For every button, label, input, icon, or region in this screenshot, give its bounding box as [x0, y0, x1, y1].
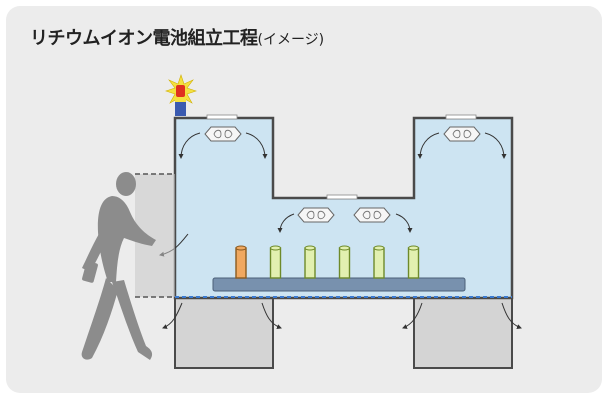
fan-filter-unit-icon — [204, 126, 242, 142]
title-main: リチウムイオン電池組立工程 — [30, 28, 258, 49]
roof-vent-middle — [326, 194, 358, 200]
roof-vent-right — [445, 114, 477, 120]
airflow-arrow-icon — [162, 302, 183, 329]
title-sub: (イメージ) — [257, 32, 325, 48]
airflow-arrow-icon — [417, 132, 440, 159]
battery-cell-cap — [235, 245, 247, 251]
battery-cell-cap — [339, 245, 350, 251]
roof-vent-left — [206, 114, 238, 120]
battery-cell — [269, 247, 282, 279]
right-support-block — [413, 297, 513, 369]
airflow-arrow-icon — [261, 302, 282, 329]
battery-cell-cap — [408, 245, 419, 251]
fan-filter-unit-icon — [353, 207, 391, 223]
battery-cell-cap — [304, 245, 316, 251]
airflow-arrow-icon — [178, 132, 201, 159]
battery-cell — [235, 247, 247, 279]
airflow-arrow-icon — [484, 132, 507, 159]
fan-filter-unit-icon — [443, 126, 481, 142]
airflow-arrow-icon — [501, 302, 522, 329]
battery-cell-cap — [373, 245, 385, 251]
airflow-arrow-icon — [395, 213, 413, 233]
airflow-arrow-icon — [402, 302, 423, 329]
airflow-arrows — [159, 132, 522, 329]
conveyor-belt — [212, 277, 466, 292]
battery-cells — [235, 245, 420, 279]
battery-cell-cap — [270, 245, 281, 251]
fan-filter-unit-icon — [297, 207, 335, 223]
battery-cell — [373, 247, 385, 279]
left-support-block — [174, 297, 274, 369]
battery-cell — [407, 247, 420, 279]
diagram-title: リチウムイオン電池組立工程(イメージ) — [30, 30, 324, 48]
warning-light-icon — [165, 74, 197, 116]
battery-cell — [338, 247, 351, 279]
airflow-arrow-icon — [245, 132, 268, 159]
airflow-arrow-icon — [277, 213, 295, 233]
battery-cell — [304, 247, 316, 279]
walking-person-icon — [81, 172, 156, 360]
